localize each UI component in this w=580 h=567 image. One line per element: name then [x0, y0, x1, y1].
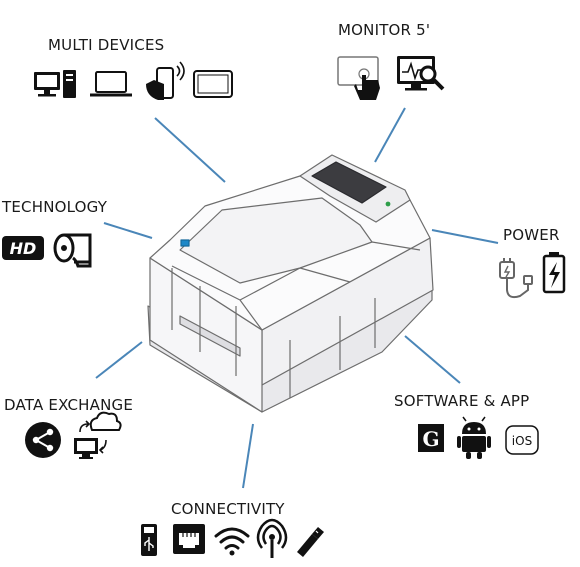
printer-front-lines — [171, 268, 376, 398]
wifi-icon — [214, 527, 250, 556]
hd-icon: HD — [2, 236, 44, 260]
g-logo-text: G — [422, 427, 439, 451]
ethernet-icon — [173, 524, 205, 554]
touchscreen-icon — [337, 56, 380, 100]
label-monitor: MONITOR 5' — [338, 21, 430, 39]
ios-text: iOS — [512, 434, 532, 448]
status-led — [385, 201, 391, 207]
label-connectivity: CONNECTIVITY — [171, 500, 285, 518]
connectivity-icons — [141, 518, 324, 558]
usb-stick-icon — [297, 527, 324, 557]
hd-text: HD — [10, 239, 37, 258]
share-icon — [25, 422, 61, 458]
software-app-icons: G iOS — [418, 416, 539, 459]
multi-devices-icons — [34, 61, 233, 100]
connector-technology — [103, 222, 153, 239]
monitor-search-icon — [397, 56, 445, 91]
power-adapter-icon — [499, 258, 533, 299]
label-technology: TECHNOLOGY — [1, 198, 108, 216]
card-printer — [147, 154, 434, 413]
ribbon-roll-icon — [53, 233, 92, 268]
label-multi-devices: MULTI DEVICES — [48, 36, 164, 54]
connector-monitor — [374, 107, 406, 163]
tablet-icon — [193, 70, 233, 98]
label-software-app: SOFTWARE & APP — [394, 392, 529, 410]
connector-lines — [95, 107, 499, 489]
connector-data-exchange — [95, 341, 143, 379]
battery-charging-icon — [542, 252, 566, 294]
monitor-screen — [311, 161, 387, 204]
label-data-exchange: DATA EXCHANGE — [4, 396, 133, 414]
printer-card-slot — [179, 315, 241, 357]
power-icons — [499, 252, 566, 299]
data-exchange-icons — [25, 411, 122, 459]
connector-multi-devices — [154, 117, 226, 183]
printer-front-ridge — [171, 241, 421, 331]
connector-software — [404, 335, 461, 384]
connector-power — [431, 229, 499, 244]
smartphone-hand-icon — [146, 61, 185, 100]
technology-icons: HD — [2, 233, 92, 268]
laptop-icon — [90, 71, 132, 97]
monitor-icons — [337, 56, 445, 100]
cloud-sync-icon — [74, 411, 122, 459]
connector-connectivity — [242, 423, 254, 489]
label-power: POWER — [503, 226, 560, 244]
usb-icon — [141, 524, 157, 556]
ios-icon: iOS — [505, 425, 539, 455]
desktop-icon — [34, 70, 76, 98]
printer-top-ridge — [179, 197, 373, 284]
g-logo-icon: G — [418, 424, 444, 452]
printer-button — [180, 239, 190, 247]
android-icon — [457, 416, 491, 459]
bluetooth-icon — [256, 518, 288, 558]
